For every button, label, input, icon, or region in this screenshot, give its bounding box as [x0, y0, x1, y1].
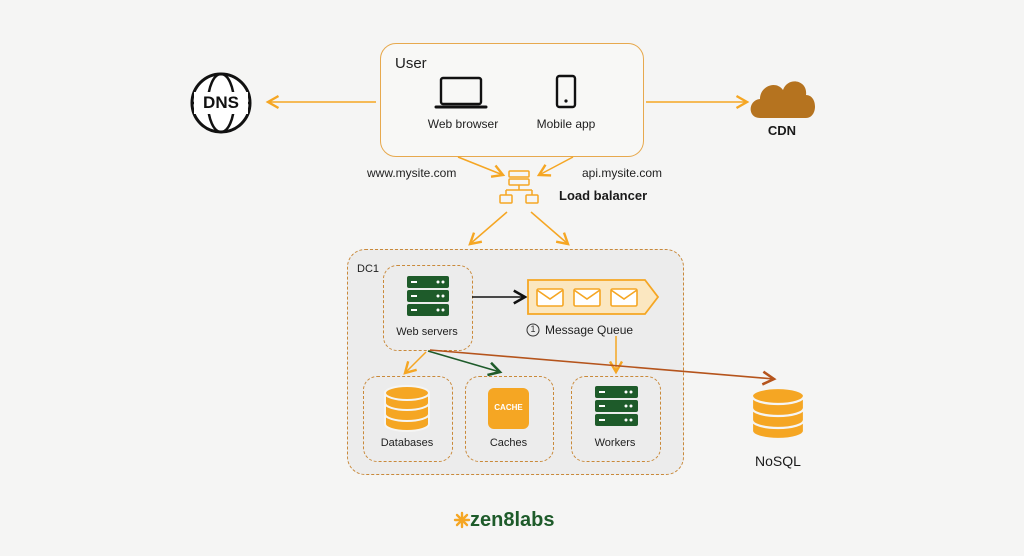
brand-asterisk-icon	[453, 511, 471, 529]
web-browser-label: Web browser	[427, 117, 499, 131]
dns-label: DNS	[203, 93, 239, 112]
web-servers-box	[383, 265, 473, 351]
workers-box	[571, 376, 661, 462]
cache-icon-text: CACHE	[494, 403, 523, 412]
databases-box	[363, 376, 453, 462]
arrow-web-to-databases	[403, 351, 427, 375]
api-domain-label: api.mysite.com	[582, 166, 663, 180]
load-balancer-icon	[499, 170, 539, 204]
dc-label: DC1	[357, 263, 380, 275]
mobile-app-label: Mobile app	[536, 117, 596, 131]
queue-index-label: 1	[530, 324, 536, 334]
load-balancer-label: Load balancer	[559, 188, 648, 203]
caches-box	[465, 376, 554, 462]
arrow-lb-to-dc-left	[468, 211, 508, 246]
web-server-icon	[407, 276, 449, 316]
www-domain-label: www.mysite.com	[367, 166, 457, 180]
laptop-icon	[434, 76, 488, 109]
workers-label: Workers	[594, 437, 636, 449]
caches-label: Caches	[489, 437, 528, 449]
databases-label: Databases	[380, 437, 434, 449]
workers-server-icon	[595, 386, 638, 426]
web-servers-label: Web servers	[396, 326, 458, 338]
cdn-label: CDN	[767, 123, 797, 138]
message-queue-label: Message Queue	[545, 323, 634, 337]
arrow-user-to-lb-right	[536, 156, 574, 177]
database-icon	[384, 385, 430, 432]
arrow-web-to-nosql	[429, 349, 777, 386]
cache-icon	[488, 388, 529, 429]
user-group	[380, 43, 644, 157]
nosql-database-icon	[750, 386, 806, 441]
nosql-label: NoSQL	[755, 453, 801, 469]
brand-logo-text: zen8labs	[470, 509, 555, 531]
user-title: User	[395, 55, 427, 72]
arrow-lb-to-dc-right	[530, 211, 570, 246]
cloud-icon	[750, 81, 815, 118]
arrow-web-to-caches	[427, 350, 503, 377]
mobile-phone-icon	[555, 74, 577, 109]
message-queue-icon	[527, 279, 660, 315]
dns-globe-icon	[190, 72, 252, 134]
arrow-user-to-lb-left	[457, 156, 506, 178]
